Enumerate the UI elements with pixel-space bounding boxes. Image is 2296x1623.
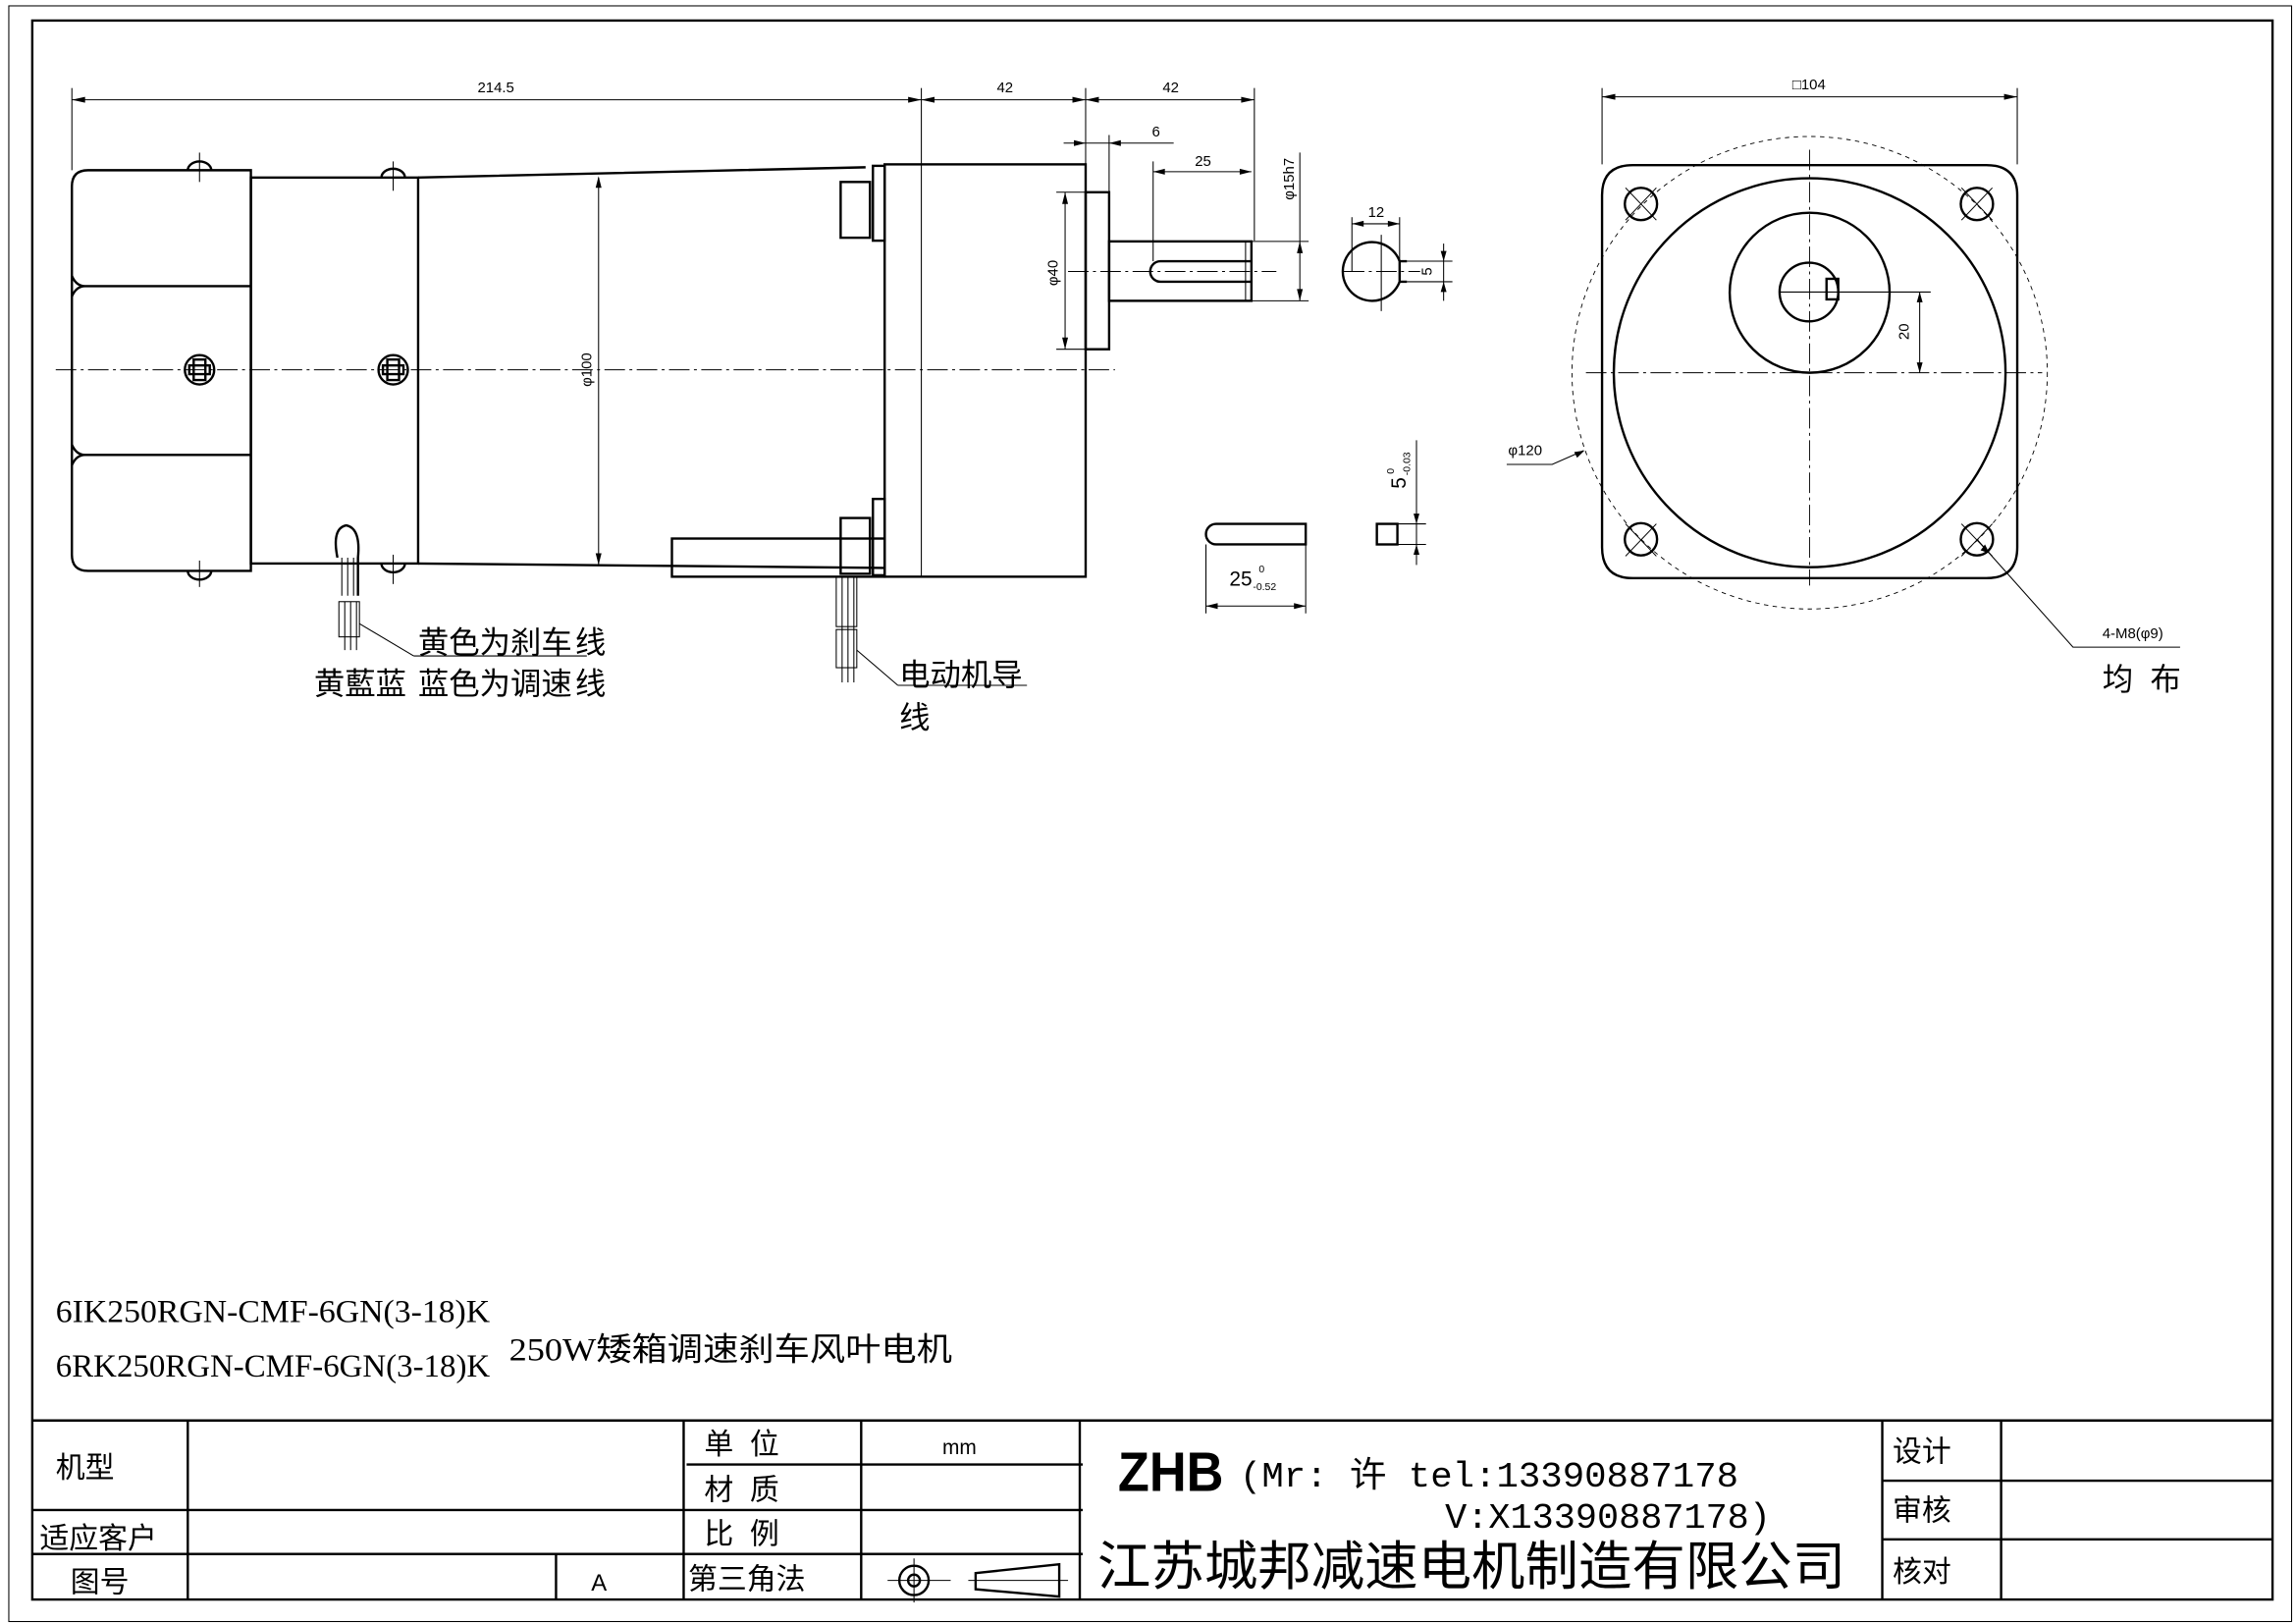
dim-flange-square: □104 <box>1792 77 1826 93</box>
holes-distribution-note: 均 布 <box>2103 662 2181 696</box>
dim-shaft-diameter: φ15h7 <box>1281 158 1298 200</box>
end-view: □104 20 φ120 4-M8(φ9) 均 布 <box>1506 77 2181 696</box>
third-angle-projection-icon <box>887 1558 1069 1603</box>
contact-line-2: V:X13390887178) <box>1445 1498 1771 1539</box>
dim-key-depth: 5 <box>1419 267 1436 275</box>
dim-key-length-tol-upper: 0 <box>1258 565 1264 575</box>
company-name: 江苏城邦减速电机制造有限公司 <box>1097 1538 1845 1596</box>
dim-mounting-holes: 4-M8(φ9) <box>2103 625 2163 642</box>
dim-overall-length: 214.5 <box>477 80 513 96</box>
label-model: 机型 <box>56 1452 115 1485</box>
speed-wire-label-cont: 线 <box>575 667 606 701</box>
dim-key-height-tol-lower: -0.03 <box>1402 452 1413 475</box>
key-detail: 25 0 -0.52 5 0 -0.03 <box>1204 440 1426 614</box>
brake-wire-bundle <box>334 523 587 657</box>
dim-shaft-length: 42 <box>1162 80 1179 96</box>
label-scale: 比 例 <box>704 1518 778 1550</box>
motor-lead-label-cont: 线 <box>899 700 930 734</box>
side-view-dimensions: 214.5 42 42 6 25 φ15h7 φ40 φ100 <box>71 80 1309 566</box>
label-unit: 单 位 <box>704 1429 778 1461</box>
label-material: 材 质 <box>704 1474 778 1506</box>
dim-section-width: 12 <box>1368 204 1385 221</box>
revision-value: A <box>591 1570 607 1596</box>
drawing-frame <box>30 19 2274 1601</box>
dim-key-height: 5 <box>1388 477 1411 489</box>
dim-pcd: φ120 <box>1508 442 1542 459</box>
brake-wire-label-cont: 线 <box>575 625 606 660</box>
label-customer: 适应客户 <box>39 1523 157 1555</box>
label-design: 设计 <box>1893 1436 1951 1469</box>
screw-icon <box>184 152 409 587</box>
brand-logo-text: ZHB <box>1118 1441 1224 1503</box>
dim-gearbox-length: 42 <box>996 80 1013 96</box>
dim-key-detail-length: 25 <box>1229 568 1252 590</box>
dim-flange-diameter: φ40 <box>1045 260 1062 286</box>
dim-flange-thickness: 6 <box>1152 124 1160 140</box>
brake-wire-label: 黄色为刹车 <box>418 625 572 660</box>
shaft-section-view: 12 5 <box>1341 204 1453 311</box>
dim-motor-diameter: φ100 <box>578 352 595 387</box>
label-check: 核对 <box>1893 1556 1951 1589</box>
contact-line-1: (Mr: 许 tel:13390887178 <box>1240 1456 1738 1497</box>
label-drawing-no: 图号 <box>71 1567 130 1599</box>
product-description: 250W矮箱调速刹车风叶电机 <box>509 1331 952 1368</box>
side-view: 214.5 42 42 6 25 φ15h7 φ40 φ100 黄色为刹车 线 <box>55 80 1309 734</box>
outer-border <box>8 5 2293 1623</box>
dim-key-length-tol-lower: -0.52 <box>1253 582 1276 593</box>
model-number-2: 6RK250RGN-CMF-6GN(3-18)K <box>56 1349 491 1384</box>
motor-lead-bundle <box>835 575 1028 686</box>
speed-wire-label: 蓝色为调速 <box>418 667 572 701</box>
dim-key-height-tol-upper: 0 <box>1386 468 1397 474</box>
overlap-label: 黄藍蓝 <box>314 667 406 701</box>
dim-key-length: 25 <box>1195 153 1211 170</box>
unit-value: mm <box>942 1436 977 1459</box>
label-projection: 第三角法 <box>688 1564 806 1596</box>
motor-lead-label: 电动机导 <box>899 658 1022 692</box>
label-review: 审核 <box>1893 1494 1951 1527</box>
dim-shaft-offset: 20 <box>1896 323 1912 340</box>
model-number-1: 6IK250RGN-CMF-6GN(3-18)K <box>56 1295 491 1330</box>
title-block: 机型 适应客户 图号 A 单 位 mm 材 质 比 例 第三角法 ZHB (Mr… <box>31 1419 2273 1603</box>
